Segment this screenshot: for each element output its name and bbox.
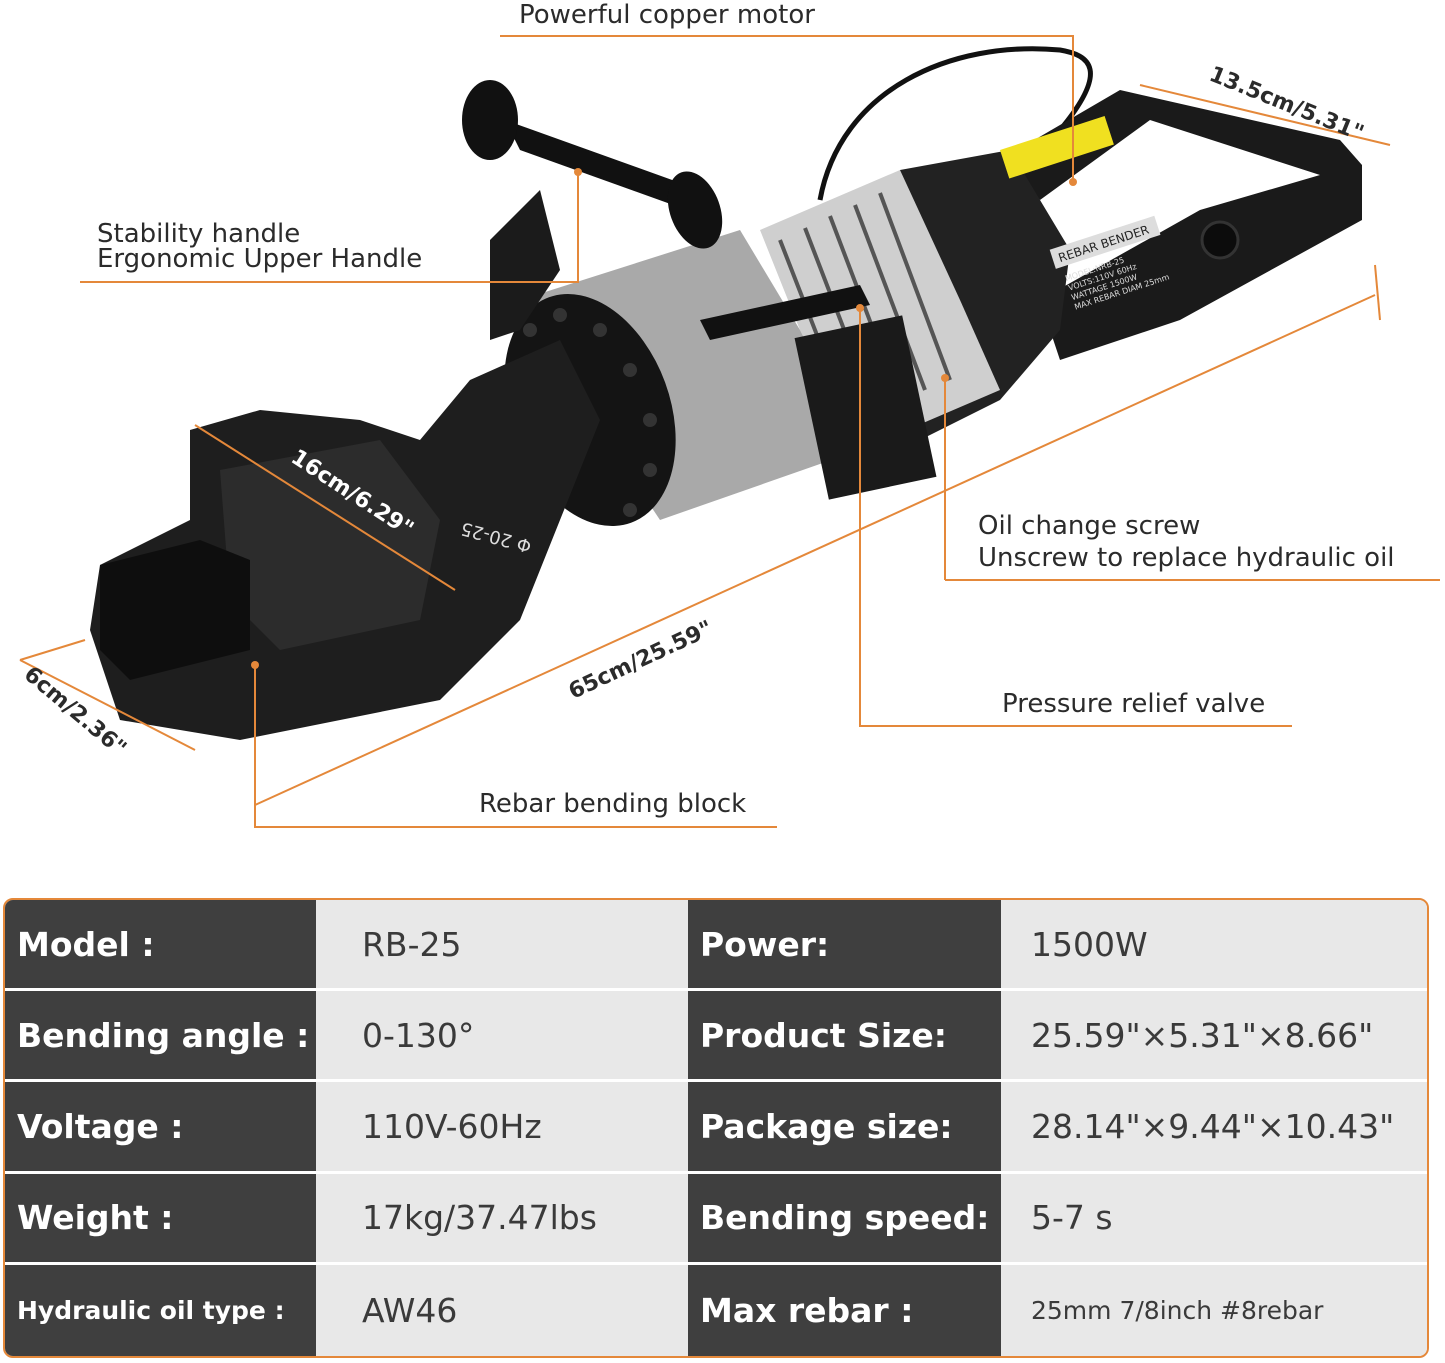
annotation-lines xyxy=(19,35,1440,828)
spec-value: AW46 xyxy=(316,1264,688,1356)
spec-value: 25.59"×5.31"×8.66" xyxy=(1001,991,1427,1083)
annotation-valve: Pressure relief valve xyxy=(1002,689,1266,719)
spec-label: Package size: xyxy=(688,1082,1001,1174)
spec-value: 17kg/37.47lbs xyxy=(316,1173,688,1265)
spec-label: Max rebar : xyxy=(688,1264,1001,1356)
spec-label: Model : xyxy=(5,900,316,992)
spec-value: 5-7 s xyxy=(1001,1173,1427,1265)
spec-label: Weight : xyxy=(5,1173,316,1265)
spec-table: Model : RB-25 Power: 1500W Bending angle… xyxy=(3,898,1429,1358)
annotation-handle-1: Stability handle xyxy=(97,219,301,249)
power-switch xyxy=(1200,220,1240,260)
valve-block xyxy=(794,315,937,500)
rear-handle xyxy=(1000,90,1362,360)
annotation-oil-1: Oil change screw xyxy=(978,511,1201,541)
spec-label: Power: xyxy=(688,900,1001,992)
annotation-handle-2: Ergonomic Upper Handle xyxy=(97,244,423,274)
spec-label: Bending angle : xyxy=(5,991,316,1083)
motor-fins xyxy=(760,170,1000,450)
spec-value: 110V-60Hz xyxy=(316,1082,688,1174)
hydraulic-cylinder xyxy=(520,230,860,520)
spec-label: Product Size: xyxy=(688,991,1001,1083)
stability-handle xyxy=(490,190,560,340)
spec-value: 28.14"×9.44"×10.43" xyxy=(1001,1082,1427,1174)
spec-label: Bending speed: xyxy=(688,1173,1001,1265)
spec-value: 0-130° xyxy=(316,991,688,1083)
spec-value: RB-25 xyxy=(316,900,688,992)
spec-value: 1500W xyxy=(1001,900,1427,992)
bending-block xyxy=(100,540,250,680)
power-cord xyxy=(817,46,1093,201)
annotation-block: Rebar bending block xyxy=(479,789,747,819)
spec-label: Voltage : xyxy=(5,1082,316,1174)
rebar-bender-illustration: REBAR BENDER MODEL:NRB-25 VOLTS:110V 60H… xyxy=(19,35,1440,828)
spec-label: Hydraulic oil type : xyxy=(5,1264,316,1356)
spec-value: 25mm 7/8inch #8rebar xyxy=(1001,1264,1427,1356)
annotation-oil-2: Unscrew to replace hydraulic oil xyxy=(978,543,1395,573)
annotation-motor: Powerful copper motor xyxy=(519,0,815,30)
